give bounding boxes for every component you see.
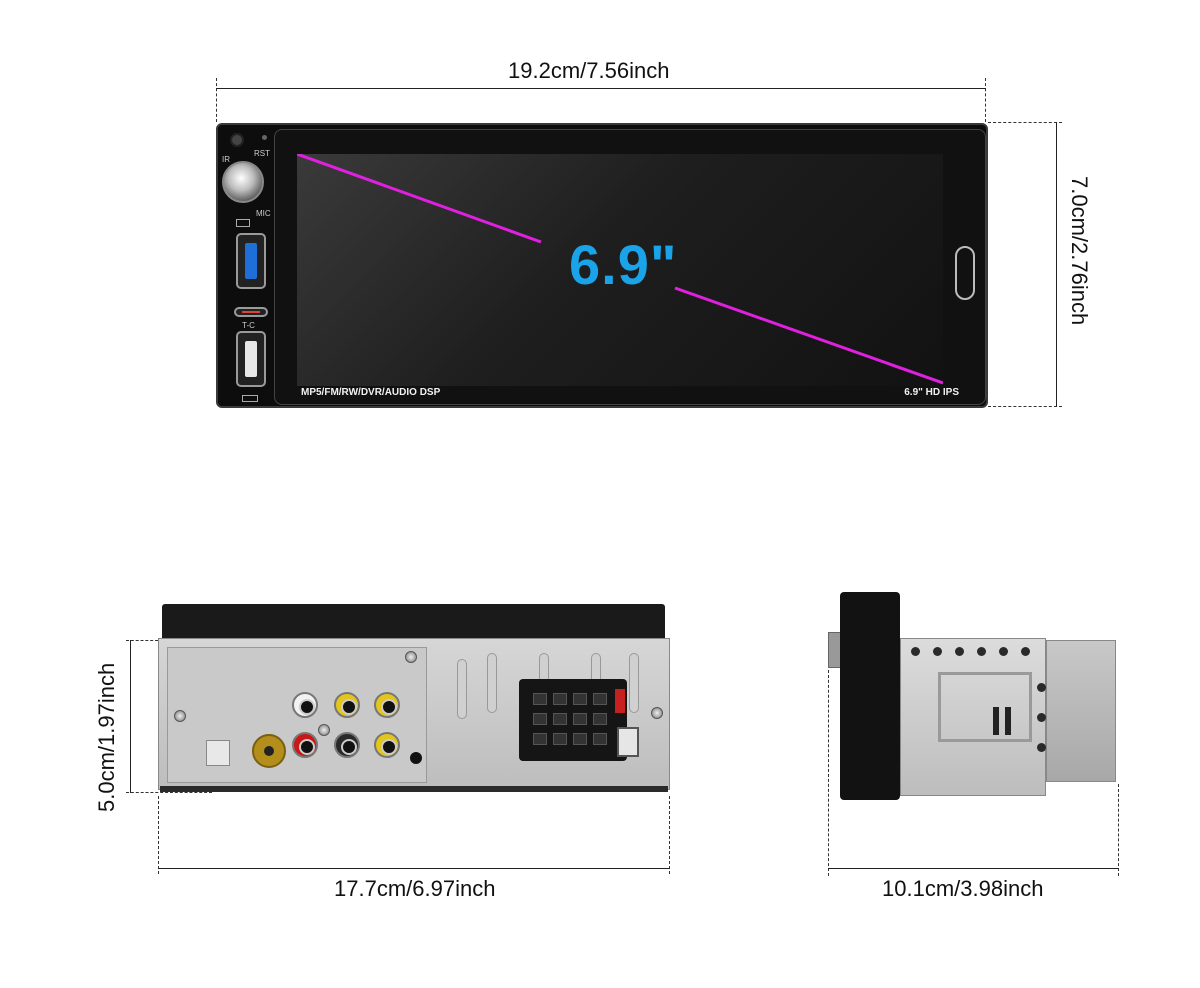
diagonal-upper (297, 154, 542, 244)
usb-data-port-icon[interactable] (236, 331, 266, 387)
rst-label: RST (254, 149, 270, 158)
ir-sensor-icon (230, 133, 244, 147)
diagonal-lower (674, 286, 943, 385)
usb-charge-port-icon[interactable] (236, 233, 266, 289)
vent-slot (487, 653, 497, 713)
front-height-line (1056, 122, 1057, 407)
rca-yellow-bottom-icon[interactable] (374, 732, 400, 758)
side-left-guide (828, 670, 829, 876)
side-depth-label: 10.1cm/3.98inch (882, 876, 1044, 901)
plug-port-icon[interactable] (206, 740, 230, 766)
front-bottom-guide (988, 406, 1062, 407)
vent-slot (457, 659, 467, 719)
back-bottom-guide (126, 792, 212, 793)
back-right-guide (669, 796, 670, 874)
head-unit-back (158, 638, 670, 790)
typec-port-icon[interactable] (234, 307, 268, 317)
back-top-guide (126, 640, 158, 641)
front-width-label: 19.2cm/7.56inch (508, 58, 670, 83)
reset-hole-icon[interactable] (262, 135, 267, 140)
usb-rear-port-icon[interactable] (617, 727, 639, 757)
screw-icon (318, 724, 330, 736)
rca-white-top-icon[interactable] (292, 692, 318, 718)
side-right-guide (1118, 784, 1119, 876)
back-height-label: 5.0cm/1.97inch (94, 662, 119, 812)
display-spec-label: 6.9" HD IPS (904, 387, 959, 398)
fuse-icon (615, 689, 625, 713)
features-label: MP5/FM/RW/DVR/AUDIO DSP (301, 387, 441, 398)
connector-panel (167, 647, 427, 783)
vent-slot (629, 653, 639, 713)
display-screen[interactable]: 6.9" (297, 154, 943, 386)
back-bottom-edge (160, 786, 668, 792)
typec-label: T-C (242, 321, 255, 330)
volume-knob-icon[interactable] (222, 161, 264, 203)
screw-icon (651, 707, 663, 719)
home-button[interactable] (955, 246, 975, 300)
screen-bezel: 6.9" MP5/FM/RW/DVR/AUDIO DSP 6.9" HD IPS (274, 129, 986, 405)
charge-icon (236, 219, 250, 227)
ir-label: IR (222, 155, 230, 164)
battery-icon (242, 395, 258, 402)
iso-harness-connector[interactable] (519, 679, 627, 761)
side-depth-line (828, 868, 1119, 869)
front-width-line (216, 88, 986, 89)
front-right-guide (985, 78, 986, 122)
back-height-line (130, 640, 131, 793)
mic-jack-icon[interactable] (410, 752, 422, 764)
rca-black-icon[interactable] (334, 732, 360, 758)
head-unit-front: IR RST MIC T-C 6.9" MP5/FM/RW/DVR/AUDIO … (216, 123, 988, 408)
screw-icon (174, 710, 186, 722)
front-top-guide (988, 122, 1062, 123)
side-rear-chassis (1046, 640, 1116, 782)
front-left-guide (216, 78, 217, 122)
side-front-bezel (840, 592, 900, 800)
back-width-line (158, 868, 670, 869)
side-mounting-cage (900, 638, 1046, 796)
back-top-cover (162, 604, 665, 644)
mic-label: MIC (256, 209, 271, 218)
screw-icon (405, 651, 417, 663)
rca-camera-top-icon[interactable] (374, 692, 400, 718)
side-bracket (938, 672, 1032, 742)
rca-red-icon[interactable] (292, 732, 318, 758)
screen-size-label: 6.9" (569, 233, 678, 296)
back-left-guide (158, 796, 159, 874)
diagonal-indicator (297, 154, 943, 385)
back-width-label: 17.7cm/6.97inch (334, 876, 496, 901)
antenna-port-icon[interactable] (252, 734, 286, 768)
rca-yellow-top-icon[interactable] (334, 692, 360, 718)
front-height-label: 7.0cm/2.76inch (1067, 176, 1092, 326)
